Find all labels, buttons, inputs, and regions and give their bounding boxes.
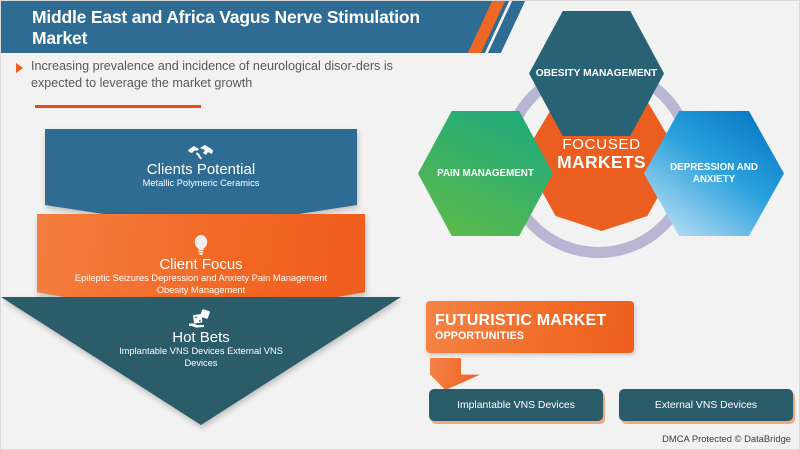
hex-label-depression: DEPRESSION AND ANXIETY [670, 161, 758, 185]
header-band [1, 1, 471, 53]
funnel-diagram: Clients Potential Metallic Polymeric Cer… [1, 129, 401, 429]
device-box-label-2: External VNS Devices [654, 399, 758, 411]
lightbulb-icon [194, 235, 208, 255]
bullet-arrow-icon [16, 63, 23, 73]
focused-markets-diagram: FOCUSED MARKETS OBESITY MANAGEMENT PAIN … [406, 3, 799, 263]
device-box-label-1: Implantable VNS Devices [457, 399, 575, 411]
page-title: Middle East and Africa Vagus Nerve Stimu… [32, 7, 420, 48]
device-box-implantable[interactable]: Implantable VNS Devices [429, 389, 603, 421]
footer-copyright: DMCA Protected © DataBridge [662, 433, 791, 444]
funnel-subtitle-2: Epileptic Seizures Depression and Anxiet… [74, 273, 328, 295]
funnel-title-3: Hot Bets [172, 329, 230, 346]
funnel-segment-hot-bets[interactable]: Hot Bets Implantable VNS Devices Externa… [1, 297, 401, 425]
futuristic-title: FUTURISTIC MARKET [435, 312, 607, 329]
bullet-text: Increasing prevalence and incidence of n… [31, 59, 393, 90]
hand-dice-icon [189, 309, 210, 328]
bullet-row: Increasing prevalence and incidence of n… [16, 58, 436, 92]
funnel-segment-clients-potential[interactable]: Clients Potential Metallic Polymeric Cer… [1, 129, 401, 229]
futuristic-subtitle: OPPORTUNITIES [435, 330, 525, 342]
orange-divider [35, 105, 201, 108]
handshake-icon [188, 145, 213, 160]
funnel-title-1: Clients Potential [146, 161, 256, 178]
funnel-subtitle-3: Implantable VNS Devices External VNS Dev… [119, 346, 283, 368]
down-arrow-icon [430, 358, 480, 390]
hex-center-line1: FOCUSED [562, 136, 641, 153]
hex-obesity-management[interactable]: OBESITY MANAGEMENT [529, 11, 664, 136]
futuristic-market-banner: FUTURISTIC MARKET OPPORTUNITIES [426, 301, 634, 353]
hex-center-line2: MARKETS [557, 152, 646, 172]
hex-label-pain: PAIN MANAGEMENT [437, 167, 534, 179]
funnel-subtitle-1: Metallic Polymeric Ceramics [142, 178, 260, 188]
funnel-title-2: Client Focus [159, 256, 243, 273]
hex-label-obesity: OBESITY MANAGEMENT [535, 67, 658, 79]
device-box-external[interactable]: External VNS Devices [619, 389, 793, 421]
